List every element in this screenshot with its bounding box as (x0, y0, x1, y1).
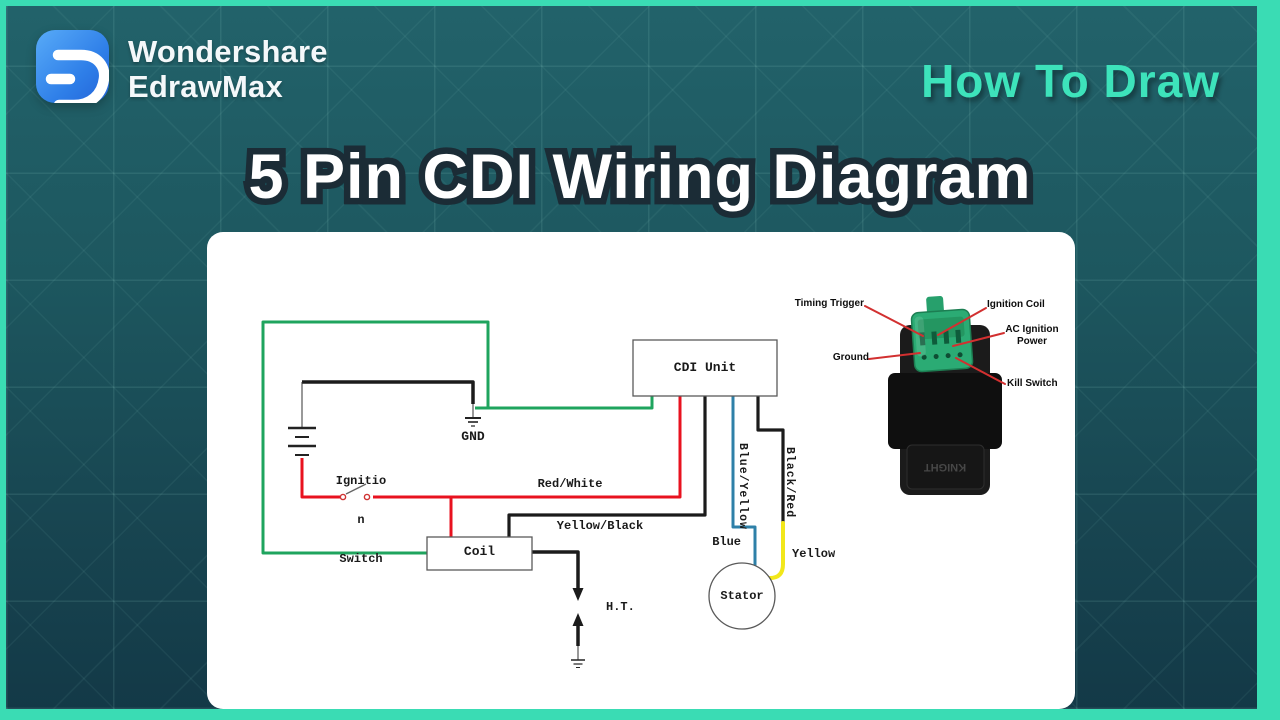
black-red-wire (756, 396, 785, 580)
red-white-wire-label: Red/White (537, 477, 603, 491)
brand-name: Wondershare EdrawMax (128, 34, 328, 104)
red-wire (300, 396, 682, 537)
diagram-panel: KNIGHT (207, 232, 1075, 709)
cdi-unit-box (632, 339, 778, 397)
coil-label: Coil (463, 544, 496, 559)
battery-to-ground-wire (302, 380, 481, 427)
green-wire (261, 320, 654, 555)
brand-line-2: EdrawMax (128, 69, 283, 104)
stator-circle (708, 562, 776, 630)
photo-leader-lines (864, 305, 1006, 385)
blue-wire (731, 396, 757, 566)
wiring-diagram-svg: KNIGHT (261, 296, 1006, 668)
timing-trigger-label: Timing Trigger (794, 298, 864, 309)
yellow-wire-label: Yellow (792, 547, 836, 561)
ignition-switch-line1: Ignitio (335, 474, 387, 488)
edrawmax-logo-icon (36, 30, 110, 111)
brand-line-1: Wondershare (128, 34, 328, 69)
cdi-photo: KNIGHT (864, 296, 1006, 495)
ignition-switch-symbol (339, 483, 371, 501)
ignition-switch-label: Ignitio n Switch (311, 449, 411, 592)
unit-brand-text: KNIGHT (924, 461, 966, 473)
ac-ignition-power-line1: AC Ignition (1005, 324, 1059, 335)
ignition-coil-label: Ignition Coil (987, 299, 1045, 310)
green-connector (910, 296, 974, 373)
page-title-outline: 5 Pin CDI Wiring Diagram (242, 135, 1037, 218)
kill-switch-label: Kill Switch (1007, 378, 1058, 389)
ac-ignition-power-line2: Power (1016, 336, 1047, 347)
ground-label: Ground (832, 352, 869, 363)
page-title: 5 Pin CDI Wiring Diagram 5 Pin CDI Wirin… (242, 135, 1037, 218)
yellow-black-wire (507, 396, 707, 537)
yellow-black-wire-label: Yellow/Black (556, 519, 644, 533)
ignition-switch-line2: n (357, 513, 365, 527)
cdi-unit-label: CDI Unit (673, 360, 737, 375)
gnd-label: GND (461, 429, 485, 444)
stator-label: Stator (720, 589, 764, 603)
blue-yellow-wire-label: Blue/Yellow (736, 443, 749, 530)
ht-label: H.T. (606, 600, 635, 614)
blue-wire-label: Blue (712, 535, 741, 549)
coil-box (426, 536, 533, 571)
how-to-draw-label: How To Draw (921, 55, 1220, 107)
battery-symbol (288, 382, 316, 456)
black-red-wire-label: Black/Red (783, 447, 796, 519)
ac-ignition-power-label: AC Ignition Power (999, 324, 1065, 348)
page-title-text: 5 Pin CDI Wiring Diagram (248, 142, 1032, 212)
edrawmax-glyph-icon (45, 49, 110, 111)
ignition-switch-line3: Switch (339, 552, 383, 566)
ht-output (532, 550, 585, 668)
